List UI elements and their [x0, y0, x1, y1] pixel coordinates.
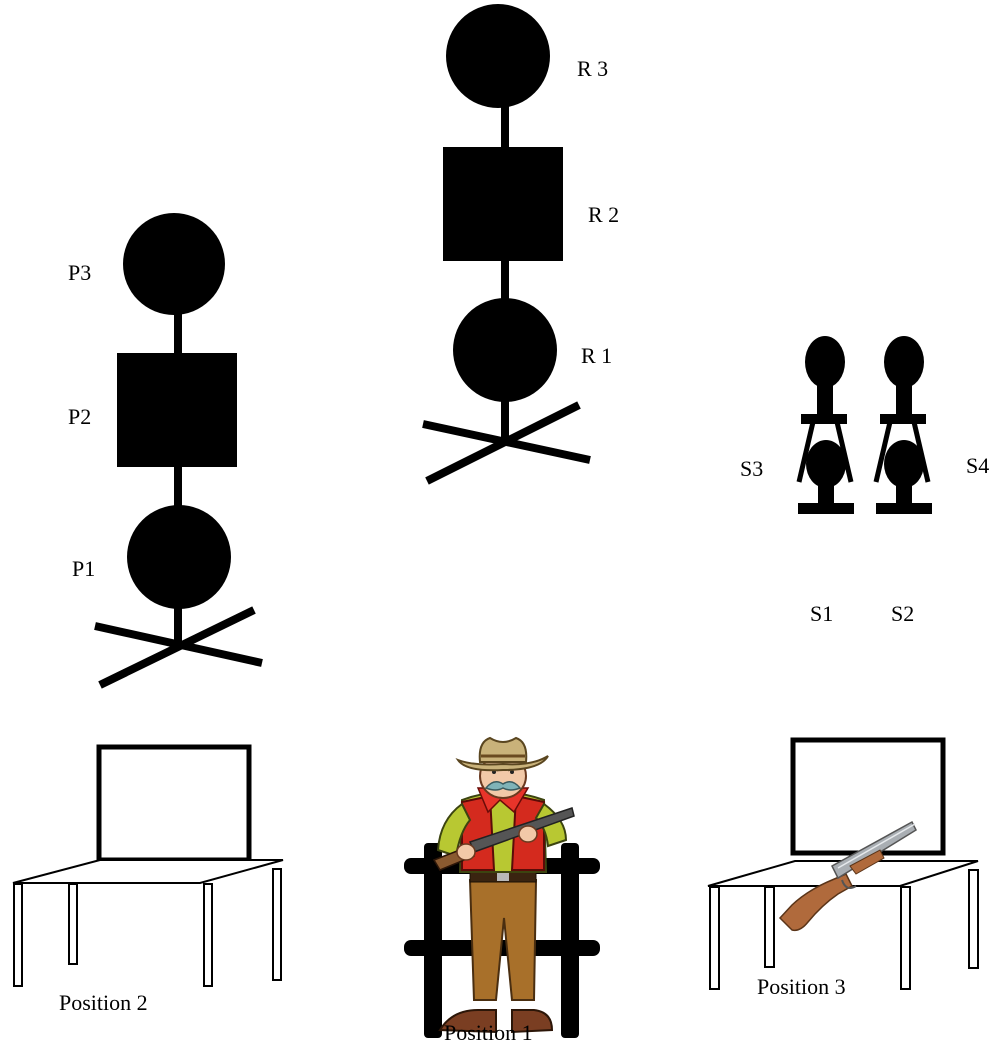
target-p1 — [127, 505, 231, 609]
stand-leg — [98, 606, 256, 689]
label-p2: P2 — [68, 404, 91, 429]
cowboy-shooter-icon — [432, 736, 575, 1034]
target-s3 — [796, 336, 854, 483]
fence — [404, 843, 600, 1038]
target-r1 — [453, 298, 557, 402]
box-on-table — [96, 744, 252, 863]
shotgun-icon — [778, 820, 917, 932]
target-r3 — [446, 4, 550, 108]
target-s1 — [798, 440, 854, 514]
target-stand-p — [94, 213, 263, 689]
label-s1: S1 — [810, 601, 833, 626]
target-stand-r — [422, 4, 591, 485]
box-on-table — [790, 737, 946, 856]
label-position-2: Position 2 — [59, 990, 148, 1015]
label-p3: P3 — [68, 260, 91, 285]
label-position-3: Position 3 — [757, 974, 846, 999]
label-position-1: Position 1 — [444, 1020, 533, 1045]
label-s4: S4 — [966, 453, 989, 478]
label-r3: R 3 — [577, 56, 608, 81]
stand-leg — [425, 401, 581, 485]
label-r2: R 2 — [588, 202, 619, 227]
label-s2: S2 — [891, 601, 914, 626]
target-s2 — [876, 440, 932, 514]
target-p2 — [117, 353, 237, 467]
label-p1: P1 — [72, 556, 95, 581]
target-p3 — [123, 213, 225, 315]
target-r2 — [443, 147, 563, 261]
target-s4 — [873, 336, 931, 483]
label-s3: S3 — [740, 456, 763, 481]
table-position-2 — [12, 744, 284, 987]
label-r1: R 1 — [581, 343, 612, 368]
